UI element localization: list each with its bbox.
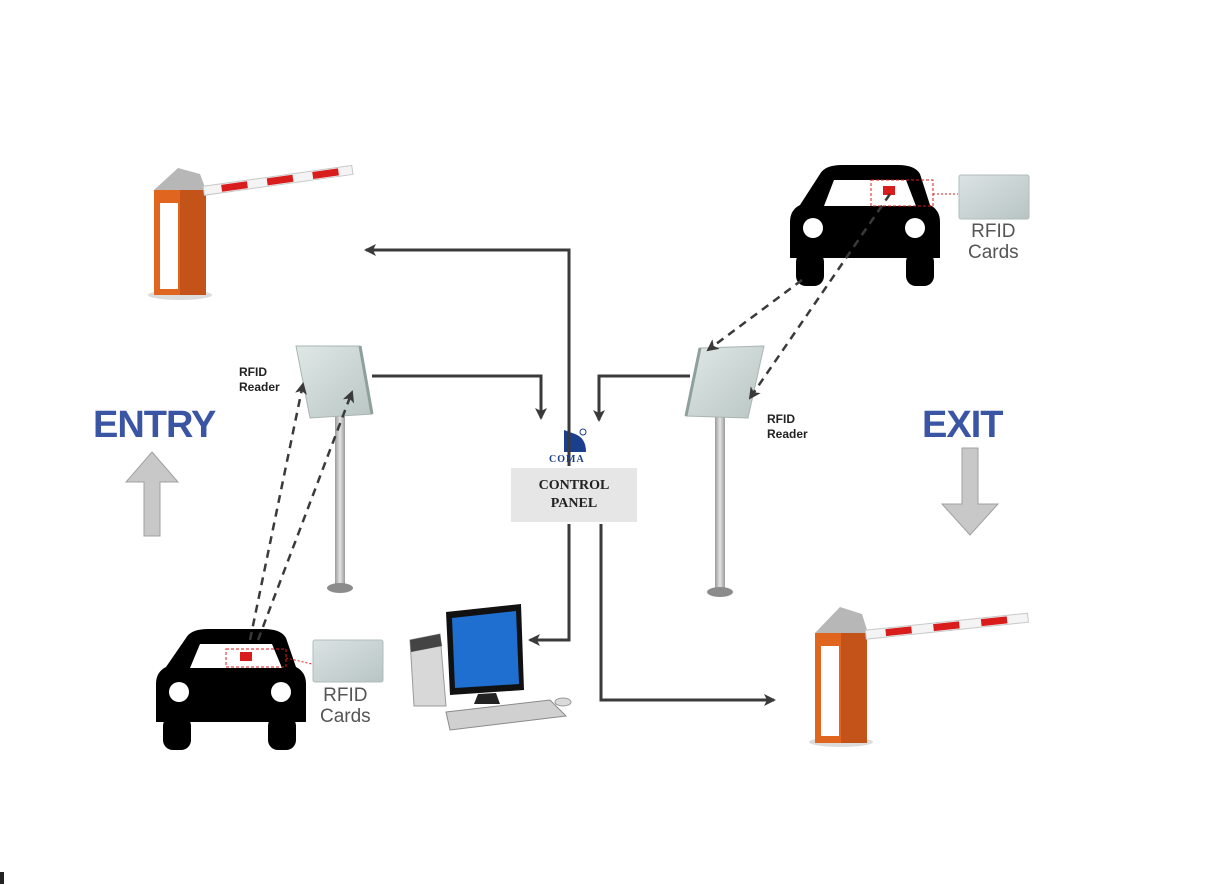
exit-down-arrow-icon	[940, 447, 1000, 536]
rfid-reader-label-line2: Reader	[767, 427, 808, 441]
connector-to-computer	[528, 524, 571, 646]
exit-label: EXIT	[922, 404, 1003, 446]
connector-to-exit-gate	[599, 524, 776, 706]
rfid-card-icon	[958, 174, 1030, 220]
car-icon	[156, 629, 313, 750]
rfid-cards-label: RFID Cards	[968, 221, 1019, 263]
signal-line	[706, 278, 803, 352]
signal-lines	[248, 193, 892, 641]
car-icon	[790, 165, 958, 286]
entry-up-arrow-icon	[124, 451, 180, 537]
rfid-reader-icon	[295, 345, 374, 593]
rfid-reader-label-line1: RFID	[239, 365, 267, 379]
rfid-cards-label: RFID Cards	[320, 685, 371, 727]
connector-to-entry-gate	[364, 244, 571, 466]
control-panel-box: CONTROL PANEL	[511, 468, 637, 522]
coma-brand-text: COMA	[549, 454, 585, 465]
entry-label: ENTRY	[93, 404, 216, 446]
rfid-cards-label-line2: Cards	[968, 242, 1019, 263]
rfid-reader-label-line2: Reader	[239, 380, 280, 394]
rfid-reader-label: RFID Reader	[767, 412, 808, 442]
barrier-gate-icon	[148, 164, 354, 300]
rfid-card-icon	[312, 639, 384, 683]
rfid-reader-icon	[684, 345, 765, 597]
connector-lines	[364, 244, 776, 706]
rfid-cards-label-line1: RFID	[971, 221, 1016, 242]
barrier-gate-icon	[809, 607, 1029, 747]
coma-logo-icon	[564, 428, 587, 452]
rfid-cards-label-line2: Cards	[320, 706, 371, 727]
rfid-reader-label: RFID Reader	[239, 365, 280, 395]
computer-icon	[409, 604, 572, 731]
control-panel-line1: CONTROL	[538, 478, 610, 493]
corner-mark	[0, 872, 4, 884]
rfid-cards-label-line1: RFID	[323, 685, 368, 706]
connector-right-reader	[593, 374, 690, 422]
signal-line	[256, 390, 355, 641]
signal-line	[248, 382, 307, 641]
control-panel-line2: PANEL	[550, 496, 598, 511]
rfid-reader-label-line1: RFID	[767, 412, 795, 426]
connector-left-reader	[372, 374, 547, 420]
